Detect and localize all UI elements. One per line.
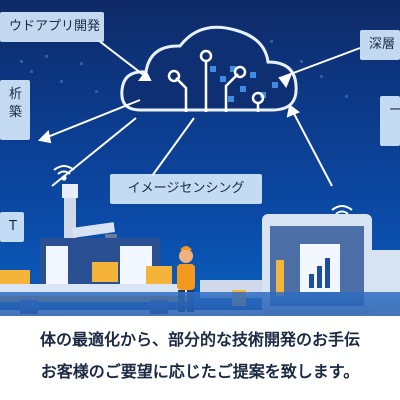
banner-line-2: お客様のご要望に応じたご提案を致します。 bbox=[40, 362, 360, 381]
label-cloud-app-development: ウドアプリ開発 bbox=[0, 12, 104, 42]
bottom-banner: 体の最適化から、部分的な技術開発のお手伝 お客様のご要望に応じたご提案を致します… bbox=[0, 316, 400, 400]
label-analysis-line2: 築 bbox=[9, 105, 23, 120]
label-analysis-line1: 析 bbox=[9, 87, 23, 102]
label-image-sensing: イメージセンシング bbox=[110, 174, 262, 204]
label-deep-learning: 深層 bbox=[360, 30, 400, 60]
label-analysis: 析 築 bbox=[0, 80, 30, 140]
banner-line-1: 体の最適化から、部分的な技術開発のお手伝 bbox=[39, 330, 360, 349]
connection-arrows bbox=[37, 39, 361, 187]
label-right-partial: ー bbox=[380, 96, 400, 146]
cloud-icon bbox=[120, 25, 298, 112]
label-iot: T bbox=[0, 212, 24, 242]
